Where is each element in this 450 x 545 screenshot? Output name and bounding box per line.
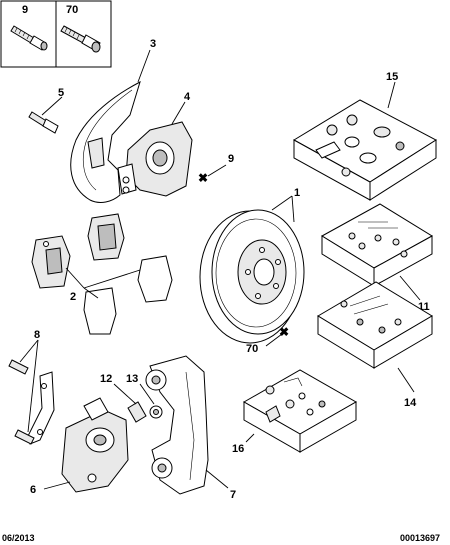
- cross-marker-icon: ✖: [198, 171, 208, 185]
- inset-box: 9 70: [0, 0, 112, 68]
- callout-5: 5: [58, 87, 64, 99]
- kit-14: 14: [317, 281, 433, 409]
- brake-pads: 2: [31, 213, 173, 335]
- caliper-6: 6: [30, 397, 129, 496]
- bleed-screw-12-13: 12 13: [100, 373, 163, 423]
- callout-12: 12: [100, 373, 112, 385]
- stub-axle: 4: [117, 91, 193, 197]
- kit-16: 16: [232, 369, 358, 455]
- callout-2: 2: [70, 291, 76, 303]
- bolt-9-icon: [10, 25, 48, 51]
- kit-15: 15: [293, 71, 437, 201]
- bolt-5: 5: [28, 87, 64, 134]
- callout-70: 70: [246, 343, 258, 355]
- callout-8: 8: [34, 329, 40, 341]
- caliper-carrier-7: 7: [145, 355, 236, 501]
- callout-9: 9: [228, 153, 234, 165]
- callout-70-group: ✖ 70: [246, 325, 289, 355]
- callout-13: 13: [126, 373, 138, 385]
- caliper-bracket-8: 8: [8, 329, 55, 445]
- inset-label-70: 70: [66, 4, 78, 16]
- cross-marker-icon: ✖: [279, 325, 289, 339]
- callout-1: 1: [294, 187, 300, 199]
- callout-9-group: ✖ 9: [198, 153, 234, 185]
- callout-3: 3: [150, 38, 156, 50]
- dust-shield: 3: [70, 38, 156, 203]
- brake-disc: 1: [199, 187, 305, 344]
- callout-7: 7: [230, 489, 236, 501]
- callout-11: 11: [418, 301, 430, 313]
- bolt-70-icon: [60, 25, 101, 53]
- callout-6: 6: [30, 484, 36, 496]
- callout-14: 14: [404, 397, 417, 409]
- footer-date: 06/2013: [2, 533, 35, 543]
- callout-16: 16: [232, 443, 244, 455]
- inset-label-9: 9: [22, 4, 28, 16]
- footer-reference: 00013697: [400, 533, 440, 543]
- callout-15: 15: [386, 71, 398, 83]
- kit-11: 11: [321, 203, 433, 313]
- callout-4: 4: [184, 91, 191, 103]
